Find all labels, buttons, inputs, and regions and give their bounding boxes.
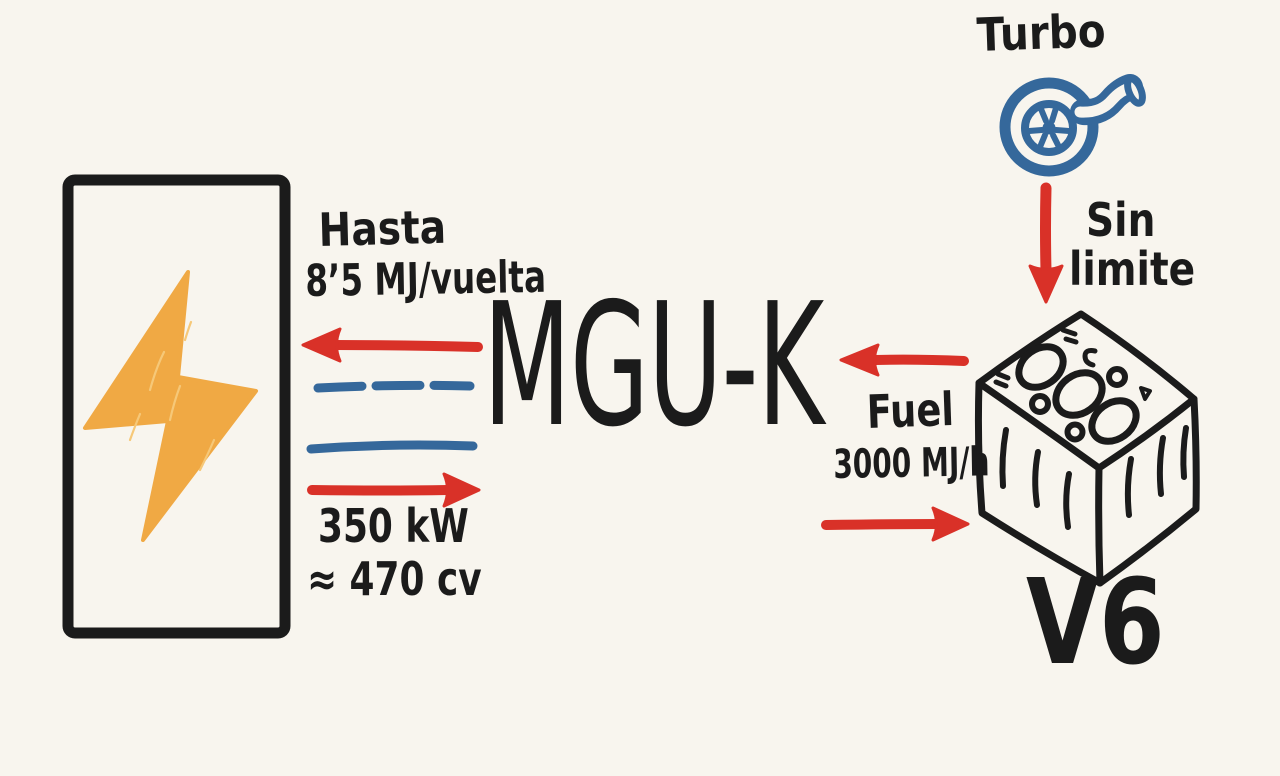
fuel-label-line1: Fuel [865, 381, 955, 439]
fuel-label-line2: 3000 MJ/h [832, 439, 990, 488]
arrow-mgu-to-engine [821, 506, 970, 542]
turbo-note-line1: Sin [1086, 193, 1156, 247]
turbo-note-line2: limite [1069, 242, 1196, 296]
turbo-icon [999, 74, 1146, 177]
turbo-title: Turbo [975, 3, 1107, 62]
recovery-label-line1: Hasta [317, 199, 447, 257]
arrow-mgu-to-battery [301, 327, 483, 363]
engine-top-marks [993, 327, 1098, 389]
electric-solid-line [306, 440, 478, 454]
electric-dashed-line [313, 380, 475, 393]
deploy-label-line1: 350 kW [318, 499, 469, 553]
deploy-label-line2: ≈ 470 cv [307, 552, 482, 606]
arrow-engine-to-mgu [839, 343, 969, 377]
engine-block-icon [974, 310, 1200, 587]
arrow-turbo-to-engine [1028, 182, 1064, 304]
engine-hatching [999, 425, 1189, 530]
lightning-bolt-icon [83, 270, 258, 542]
energy-store-box [62, 174, 291, 639]
arrow-battery-to-mgu [307, 472, 481, 508]
turbo-wheel-spokes [1026, 105, 1072, 150]
engine-title: V6 [1026, 553, 1165, 691]
mgu-k-title: MGU-K [483, 267, 824, 465]
